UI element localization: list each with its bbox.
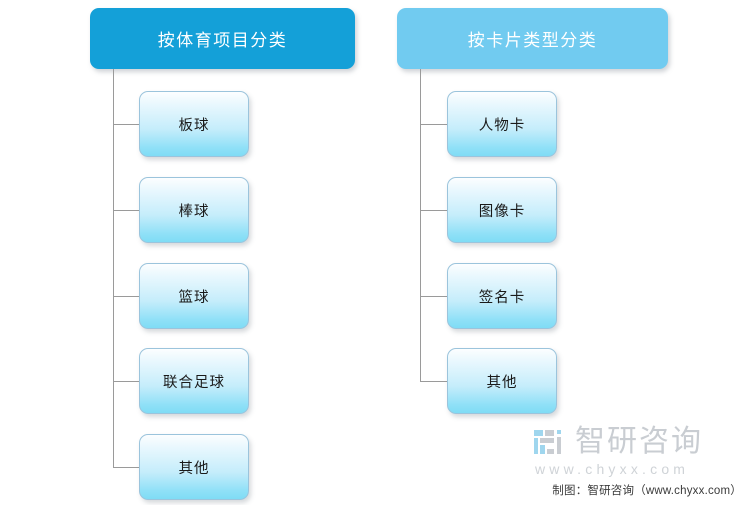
- watermark-url: www.chyxx.com: [535, 461, 690, 477]
- root-node-label: 按卡片类型分类: [467, 31, 598, 50]
- zhiyan-logo-icon: [534, 430, 561, 454]
- connector-branch-left-1: [113, 124, 139, 125]
- node-by-card-type-2[interactable]: 图像卡: [447, 177, 557, 243]
- connector-branch-left-2: [113, 210, 139, 211]
- root-node-by-sport[interactable]: 按体育项目分类: [90, 8, 355, 69]
- node-label: 棒球: [178, 203, 210, 220]
- node-label: 联合足球: [163, 374, 225, 391]
- connector-branch-right-4: [420, 381, 447, 382]
- node-by-card-type-4[interactable]: 其他: [447, 348, 557, 414]
- connector-branch-left-5: [113, 467, 139, 468]
- node-by-sport-4[interactable]: 联合足球: [139, 348, 249, 414]
- node-label: 签名卡: [478, 289, 526, 306]
- chart-source-caption: 制图：智研咨询（www.chyxx.com）: [552, 485, 742, 497]
- node-by-card-type-3[interactable]: 签名卡: [447, 263, 557, 329]
- node-by-card-type-1[interactable]: 人物卡: [447, 91, 557, 157]
- node-by-sport-2[interactable]: 棒球: [139, 177, 249, 243]
- node-label: 篮球: [178, 289, 210, 306]
- connector-branch-right-3: [420, 296, 447, 297]
- node-by-sport-3[interactable]: 篮球: [139, 263, 249, 329]
- node-label: 人物卡: [478, 117, 526, 134]
- node-label: 其他: [178, 460, 210, 477]
- connector-branch-right-2: [420, 210, 447, 211]
- root-node-label: 按体育项目分类: [157, 31, 288, 50]
- root-node-by-card-type[interactable]: 按卡片类型分类: [397, 8, 668, 69]
- connector-branch-left-3: [113, 296, 139, 297]
- connector-trunk-right: [420, 69, 421, 382]
- watermark-brand-row: 智研咨询: [533, 424, 745, 460]
- connector-trunk-left: [113, 69, 114, 468]
- node-label: 图像卡: [478, 203, 526, 220]
- node-label: 其他: [486, 374, 518, 391]
- node-by-sport-5[interactable]: 其他: [139, 434, 249, 500]
- watermark-brand: 智研咨询: [575, 424, 703, 459]
- node-by-sport-1[interactable]: 板球: [139, 91, 249, 157]
- connector-branch-right-1: [420, 124, 447, 125]
- node-label: 板球: [178, 117, 210, 134]
- watermark: 智研咨询 www.chyxx.com: [533, 424, 745, 480]
- connector-branch-left-4: [113, 381, 139, 382]
